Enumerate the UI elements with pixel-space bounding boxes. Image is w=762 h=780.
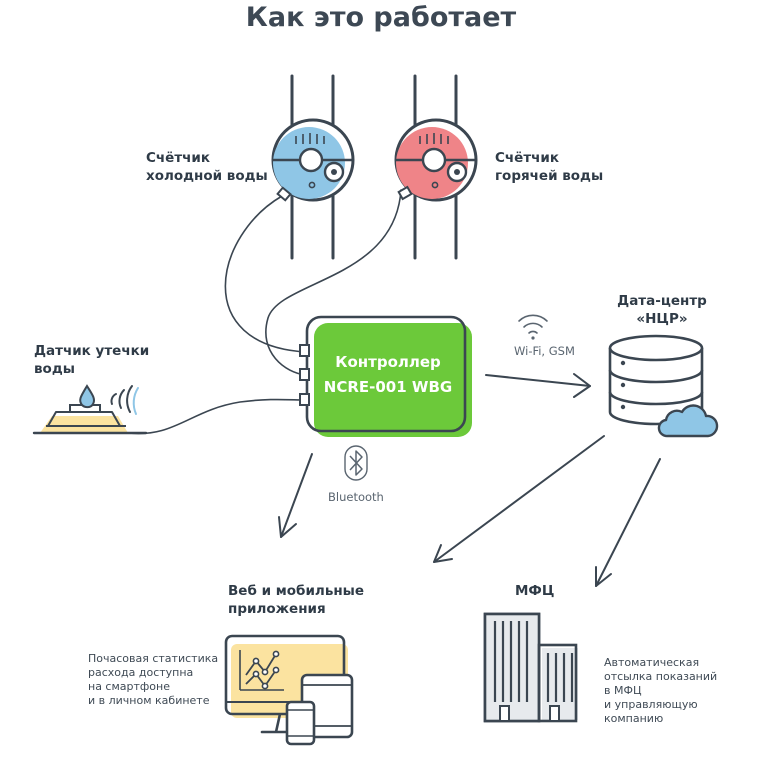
controller-model: NCRE-001 WBG [323,378,453,396]
apps-description: Почасовая статистика расхода доступна на… [88,652,218,708]
label-line: «НЦР» [636,311,688,327]
label-leak-sensor: Датчик утечки воды [34,342,149,378]
cable-leak-sensor [127,398,307,435]
hot-pipes [413,74,458,260]
arrow-datacenter-to-mfc [595,458,661,587]
arrow-controller-to-apps [280,453,313,538]
database-icon [608,334,704,426]
label-line: холодной воды [146,168,268,184]
label-line: Датчик утечки [34,343,150,359]
label-line: Счётчик [146,150,211,166]
label-line: Веб и мобильные [228,583,365,599]
wifi-icon [518,314,548,340]
description-line: и управляющую [604,698,698,711]
arrow-controller-to-datacenter [485,374,591,387]
label-cold-meter: Счётчик холодной воды [146,149,268,185]
devices-icon [224,634,354,746]
cable-hot-meter [265,189,402,376]
label-line: Счётчик [495,150,560,166]
chart-icon [239,650,284,691]
cables [127,189,402,435]
label-apps: Веб и мобильные приложения [228,582,364,618]
page-title: Как это работает [245,2,517,33]
cold-meter-icon [271,118,355,202]
description-line: Почасовая статистика [88,652,219,665]
mfc-description: Автоматическая отсылка показаний в МФЦ и… [604,656,717,726]
controller-label: Контроллер NCRE-001 WBG [314,350,462,400]
description-line: компанию [604,712,664,725]
buildings-icon [483,612,578,723]
label-line: воды [34,361,75,377]
label-datacenter: Дата-центр «НЦР» [600,292,724,328]
label-line: Дата-центр [617,293,707,309]
leak-sensor-icon [32,384,148,435]
label-line: приложения [228,601,326,617]
description-line: в МФЦ [604,684,642,697]
description-line: и в личном кабинете [88,694,210,707]
controller-line: Контроллер [335,353,441,371]
arrow-datacenter-to-apps [433,435,605,563]
hot-meter-icon [394,118,478,202]
description-line: Автоматическая [604,656,700,669]
water-drop-icon [79,384,96,409]
cloud-icon [657,404,719,438]
wifi-label: Wi-Fi, GSM [514,344,575,358]
label-mfc: МФЦ [515,582,554,600]
description-line: отсылка показаний [604,670,718,683]
description-line: расхода доступна [88,666,194,679]
label-hot-meter: Счётчик горячей воды [495,149,603,185]
label-line: МФЦ [515,583,555,599]
bluetooth-icon [344,445,368,481]
cold-pipes [290,74,335,260]
bluetooth-label: Bluetooth [328,490,384,504]
label-line: горячей воды [495,168,604,184]
controller-icon [299,315,472,437]
arrows [278,373,661,587]
description-line: на смартфоне [88,680,171,693]
leak-signal-icon [110,385,133,413]
